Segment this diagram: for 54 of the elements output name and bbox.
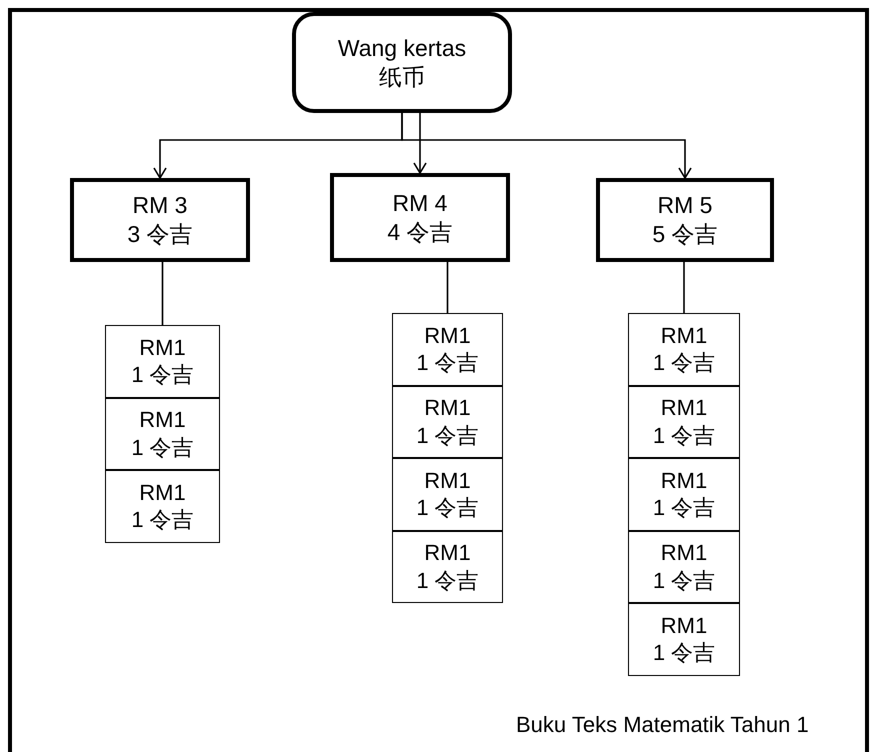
node-text: RM 4	[392, 188, 448, 218]
note-box	[628, 530, 740, 603]
value-box	[70, 178, 250, 262]
note-box	[392, 386, 503, 458]
arrow	[401, 113, 692, 179]
node-text: 5 令吉	[652, 220, 718, 249]
node-text: 1 令吉	[652, 566, 716, 594]
title-box	[292, 12, 512, 113]
node-text: RM1	[660, 466, 708, 494]
note-box	[628, 386, 740, 458]
note-box	[392, 313, 503, 386]
node-text: 1 令吉	[416, 349, 479, 377]
note-box	[105, 470, 220, 542]
node-text: Wang kertas	[338, 34, 466, 62]
node-text: 1 令吉	[416, 422, 479, 450]
node-text: 1 令吉	[416, 566, 479, 594]
node-text: RM 3	[132, 191, 188, 220]
connector-line	[162, 262, 164, 325]
node-text: RM1	[424, 322, 471, 350]
note-box	[392, 530, 503, 603]
node-text: RM1	[660, 394, 708, 422]
note-box	[105, 325, 220, 398]
node-text: RM1	[139, 478, 186, 506]
node-text: 1 令吉	[416, 494, 479, 522]
node-text: 1 令吉	[652, 494, 716, 522]
value-box	[596, 178, 774, 262]
arrow	[413, 113, 427, 174]
node-text: 1 令吉	[131, 506, 194, 534]
node-text: RM1	[139, 334, 186, 362]
node-text: 3 令吉	[127, 220, 193, 249]
connector-line	[683, 262, 685, 313]
connector-line	[446, 262, 448, 313]
node-text: 1 令吉	[652, 422, 716, 450]
node-text: RM1	[660, 322, 708, 350]
node-text: 1 令吉	[131, 361, 194, 389]
note-box	[105, 398, 220, 470]
node-text: 纸币	[379, 62, 425, 92]
node-text: RM1	[424, 466, 471, 494]
value-box	[330, 173, 510, 262]
node-text: RM1	[424, 539, 471, 567]
note-box	[392, 458, 503, 530]
node-text: 1 令吉	[652, 349, 716, 377]
node-text: RM1	[660, 612, 708, 640]
node-text: 1 令吉	[131, 434, 194, 462]
caption: Buku Teks Matematik Tahun 1	[516, 712, 809, 738]
note-box	[628, 313, 740, 386]
node-text: 4 令吉	[387, 218, 453, 246]
node-text: RM1	[660, 539, 708, 567]
node-text: RM1	[139, 406, 186, 434]
node-text: 1 令吉	[652, 639, 716, 667]
note-box	[628, 458, 740, 530]
note-box	[628, 603, 740, 676]
node-text: RM 5	[658, 191, 712, 220]
node-text: RM1	[424, 394, 471, 422]
